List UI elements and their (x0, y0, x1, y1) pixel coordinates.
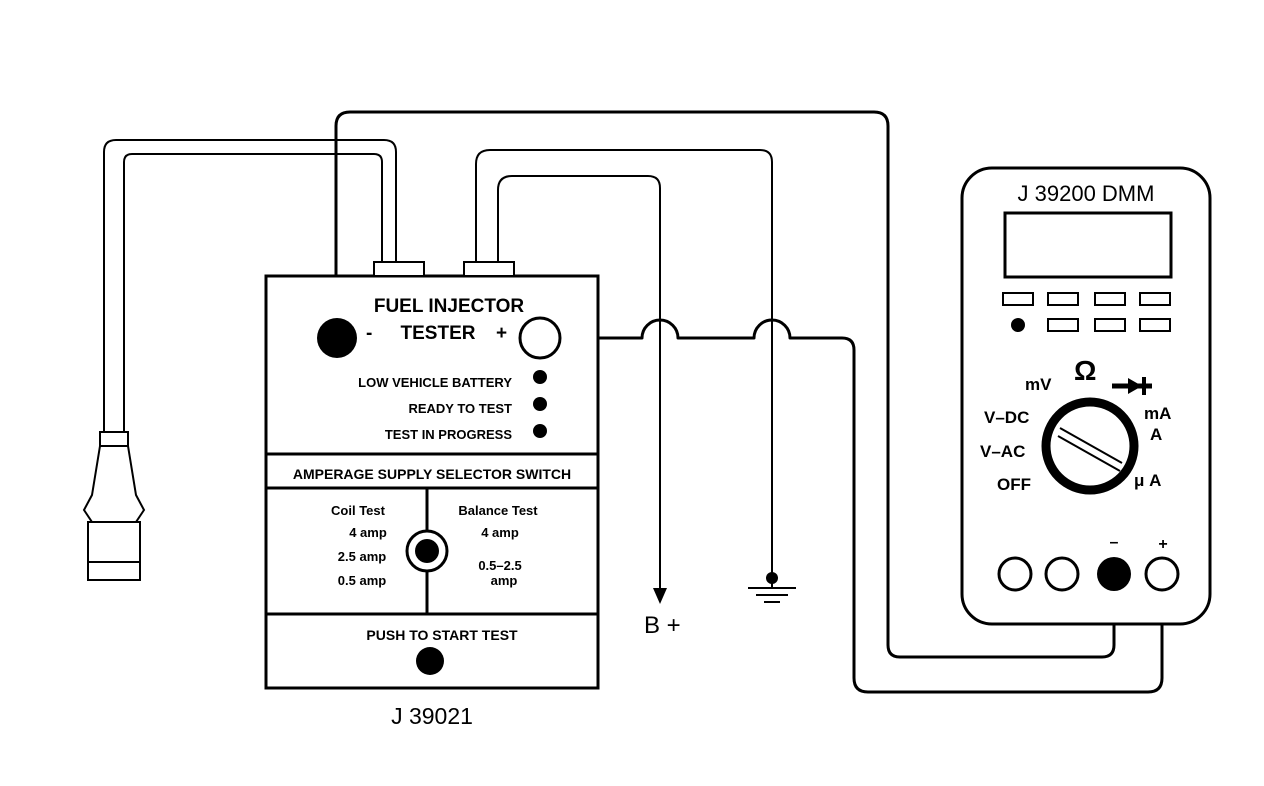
tester-part-number: J 39021 (391, 703, 473, 729)
indicator-label-in-progress: TEST IN PROGRESS (385, 427, 512, 442)
dmm-display (1003, 211, 1173, 279)
dmm-button-grid (1002, 292, 1171, 332)
tester-plus-label: + (496, 323, 507, 344)
positive-meter-lead (538, 318, 1164, 694)
dial-label-mv: mV (1025, 375, 1052, 394)
dial-label-ua: μ A (1134, 471, 1161, 490)
dmm-button[interactable] (1047, 292, 1079, 306)
indicator-light-in-progress (533, 424, 547, 438)
dmm-button[interactable] (1139, 318, 1171, 332)
dmm-positive-jack[interactable] (1144, 556, 1180, 592)
dial-label-ohm: Ω (1074, 355, 1096, 386)
dmm-button[interactable] (1047, 318, 1079, 332)
ground-symbol (748, 572, 796, 603)
dial-label-vdc: V–DC (984, 408, 1029, 427)
dmm-jack[interactable] (997, 556, 1033, 592)
dial-label-vac: V–AC (980, 442, 1025, 461)
balance-test-value: amp (491, 573, 518, 588)
start-test-button[interactable] (416, 647, 444, 675)
dmm-power-button[interactable] (1011, 318, 1025, 332)
diode-icon (1112, 377, 1152, 395)
coil-test-title: Coil Test (331, 503, 386, 518)
dmm-jack-minus-label: – (1110, 534, 1119, 551)
push-to-start-label: PUSH TO START TEST (366, 627, 518, 643)
battery-label: B + (644, 612, 681, 639)
dmm-negative-jack[interactable] (1097, 557, 1131, 591)
indicator-label-low-battery: LOW VEHICLE BATTERY (358, 375, 512, 390)
selector-switch-title: AMPERAGE SUPPLY SELECTOR SWITCH (293, 466, 571, 482)
indicator-light-low-battery (533, 370, 547, 384)
dmm-selector-dial[interactable] (1041, 397, 1139, 495)
dmm-title: J 39200 DMM (1018, 181, 1155, 206)
tester-positive-terminal[interactable] (518, 316, 562, 360)
injector-connector-plug (82, 431, 146, 581)
indicator-label-ready: READY TO TEST (408, 401, 512, 416)
tester-connector-right (463, 261, 515, 277)
balance-test-value: 4 amp (481, 525, 519, 540)
dmm-jack-plus-label: + (1158, 536, 1167, 553)
dmm-button[interactable] (1094, 292, 1126, 306)
tester-title-line1: FUEL INJECTOR (374, 296, 525, 317)
dmm-button[interactable] (1094, 318, 1126, 332)
balance-test-value: 0.5–2.5 (478, 558, 521, 573)
dial-label-ma: mA (1144, 404, 1171, 423)
dial-label-a: A (1150, 425, 1162, 444)
dmm-jack[interactable] (1044, 556, 1080, 592)
dmm-button[interactable] (1002, 292, 1034, 306)
dial-label-off: OFF (997, 475, 1031, 494)
injector-cable (103, 139, 397, 432)
power-cable (475, 149, 773, 592)
indicator-light-ready (533, 397, 547, 411)
battery-lead (653, 588, 667, 604)
coil-test-value: 2.5 amp (338, 549, 386, 564)
dmm-body (960, 166, 1212, 626)
balance-test-title: Balance Test (458, 503, 538, 518)
coil-test-value: 0.5 amp (338, 573, 386, 588)
tester-title-line2: TESTER (401, 323, 476, 344)
amperage-selector-knob[interactable] (405, 529, 449, 573)
coil-test-value: 4 amp (349, 525, 387, 540)
tester-negative-terminal[interactable] (317, 318, 357, 358)
negative-meter-lead (334, 110, 1116, 659)
tester-connector-left (373, 261, 425, 277)
dmm-button[interactable] (1139, 292, 1171, 306)
tester-minus-label: - (366, 323, 372, 344)
